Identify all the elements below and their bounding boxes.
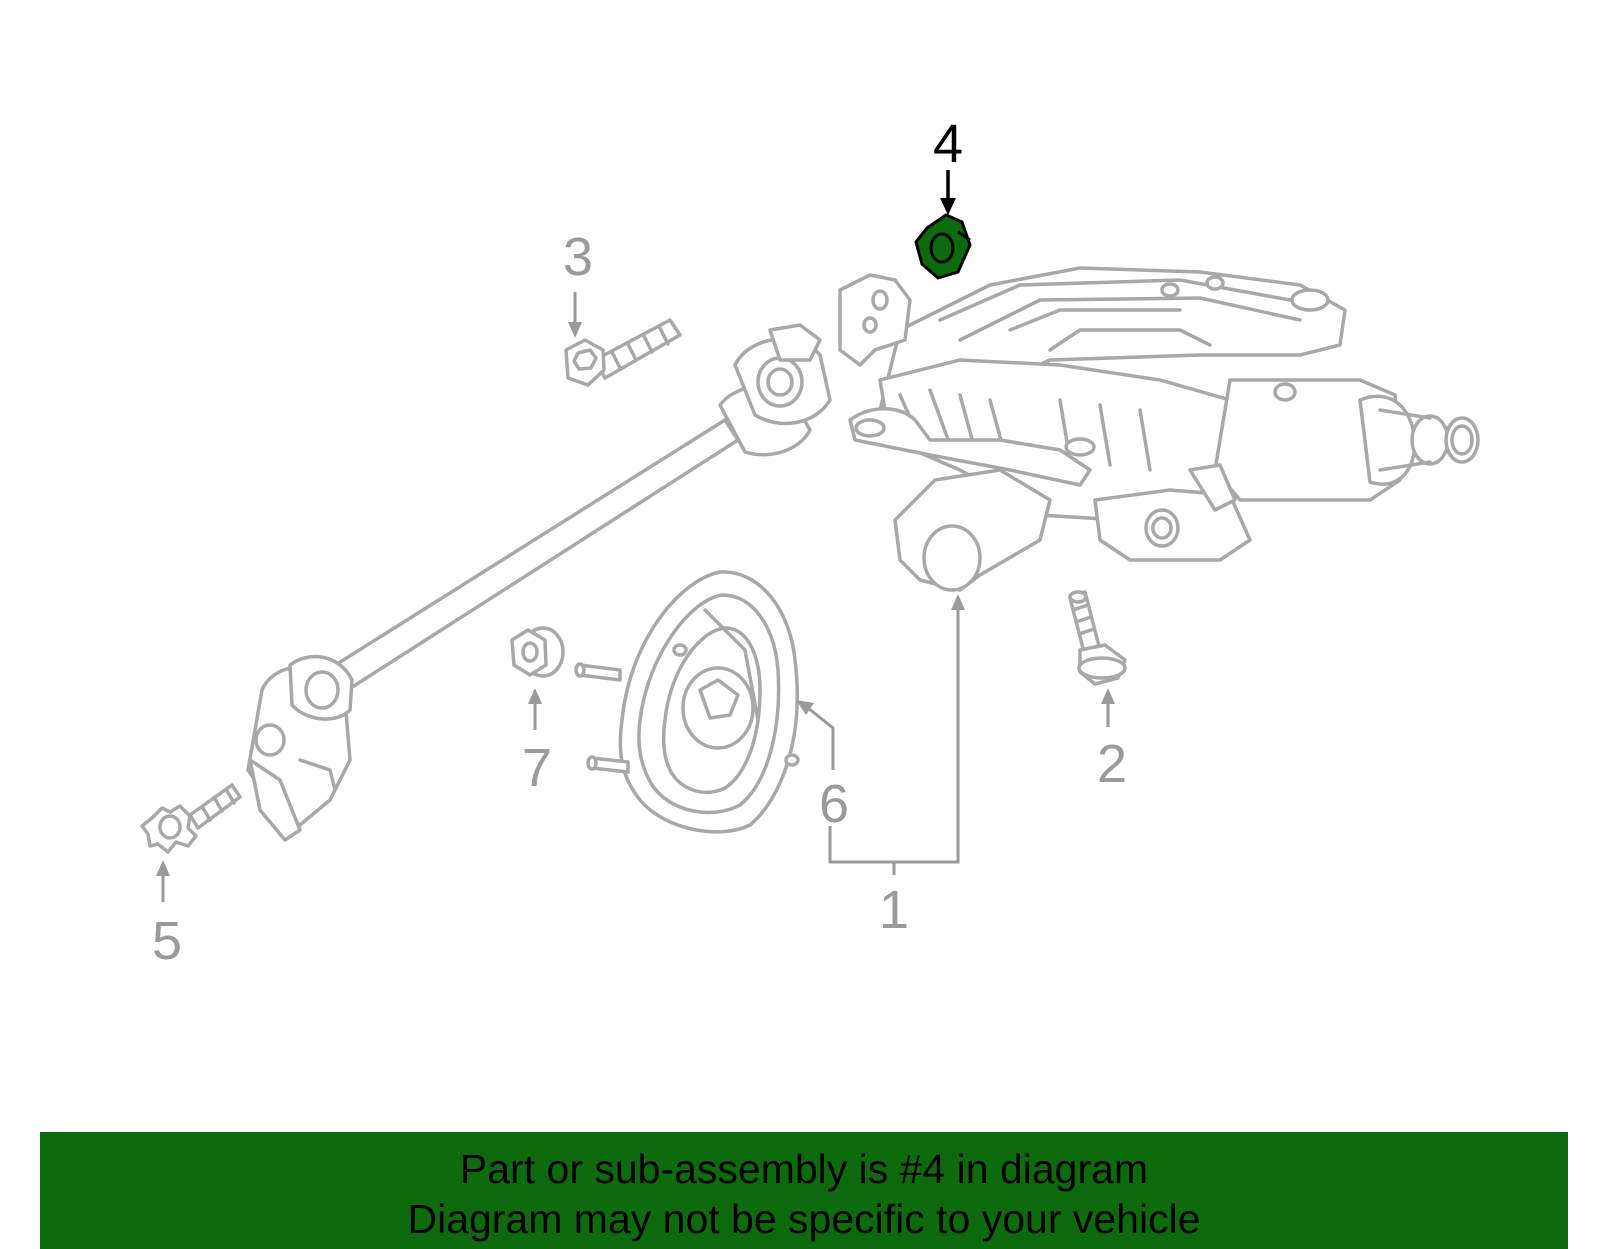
arrow-1 [951, 594, 965, 610]
steering-column-seal [574, 570, 800, 834]
bolt-part-2 [1068, 590, 1127, 686]
steering-column-assembly [838, 266, 1480, 592]
nut-part-4 [914, 213, 972, 280]
arrow-3 [568, 322, 582, 338]
banner-line-1: Part or sub-assembly is #4 in diagram [459, 1146, 1149, 1192]
callout-2: 2 [1097, 734, 1127, 794]
bolt-part-5 [140, 783, 242, 854]
callout-3: 3 [563, 227, 593, 287]
leader-1 [828, 606, 960, 864]
arrow-6 [796, 700, 814, 715]
info-banner: Part or sub-assembly is #4 in diagram Di… [40, 1132, 1568, 1249]
callout-6: 6 [819, 774, 849, 834]
banner-line-2: Diagram may not be specific to your vehi… [407, 1196, 1201, 1242]
leader-6 [807, 706, 835, 770]
nut-part-7 [510, 626, 565, 678]
callout-5: 5 [152, 911, 182, 971]
arrow-7 [528, 688, 542, 704]
arrow-5 [156, 860, 170, 876]
callout-7: 7 [522, 738, 552, 798]
intermediate-shaft [316, 323, 832, 702]
bolt-part-3 [564, 318, 682, 387]
callout-4: 4 [933, 114, 963, 174]
arrow-2 [1101, 688, 1115, 704]
callout-1: 1 [879, 880, 909, 940]
lower-universal-joint [246, 654, 354, 842]
arrow-4 [940, 198, 956, 215]
